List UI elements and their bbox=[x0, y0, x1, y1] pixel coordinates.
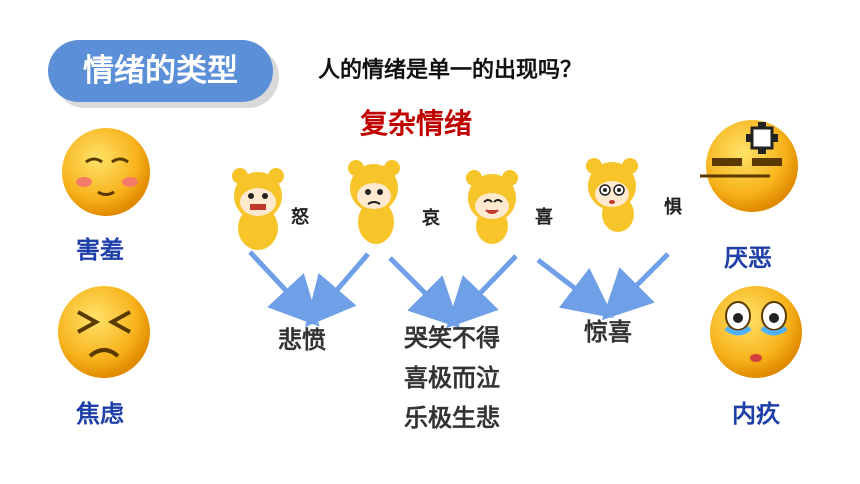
arrow-joy-to-mixed bbox=[446, 254, 518, 329]
basic-emotion-joy: 喜 bbox=[535, 207, 553, 228]
label-shy: 害羞 bbox=[76, 236, 124, 264]
sorrow-girl-icon bbox=[348, 160, 400, 244]
complex-emotion-mixed-list: 哭笑不得 喜极而泣 乐极生悲 bbox=[404, 318, 500, 438]
label-guilt: 内疚 bbox=[732, 400, 780, 428]
complex-emotion-mixed-2: 喜极而泣 bbox=[404, 364, 500, 392]
basic-emotion-anger: 怒 bbox=[291, 207, 309, 228]
joy-girl-icon bbox=[466, 170, 518, 244]
arrow-fear-to-surprise bbox=[601, 252, 670, 321]
complex-emotion-heading: 复杂情绪 bbox=[360, 107, 473, 140]
page-title: 情绪的类型 bbox=[83, 53, 238, 89]
label-disgust: 厌恶 bbox=[724, 244, 772, 272]
complex-emotion-mixed-1: 哭笑不得 bbox=[404, 324, 500, 352]
arrow-joy-to-surprise bbox=[536, 258, 614, 319]
title-background bbox=[48, 40, 273, 102]
fear-girl-icon bbox=[586, 158, 638, 232]
label-anxious: 焦虑 bbox=[76, 400, 124, 428]
arrow-sorrow-to-mixed bbox=[388, 256, 461, 329]
basic-emotion-sorrow: 哀 bbox=[422, 208, 440, 229]
complex-emotion-surprise-joy: 惊喜 bbox=[584, 318, 632, 346]
arrow-anger-to-grief bbox=[248, 250, 320, 327]
complex-emotion-grief-anger: 悲愤 bbox=[278, 326, 326, 354]
anger-girl-icon bbox=[232, 168, 284, 250]
complex-emotion-mixed-3: 乐极生悲 bbox=[404, 404, 500, 432]
arrow-sorrow-to-grief bbox=[304, 252, 370, 328]
guilt-face-icon bbox=[710, 286, 802, 378]
disgust-face-icon bbox=[700, 120, 798, 212]
question-text: 人的情绪是单一的出现吗？ bbox=[318, 58, 583, 83]
anxious-face-icon bbox=[58, 286, 150, 378]
basic-emotion-fear: 惧 bbox=[664, 197, 682, 218]
shy-face-icon bbox=[62, 128, 150, 216]
